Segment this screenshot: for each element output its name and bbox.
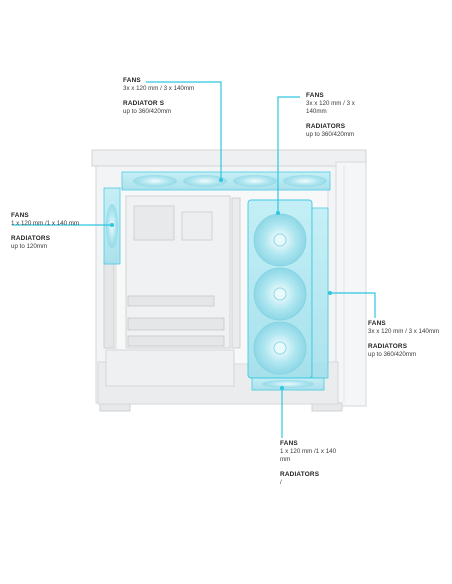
right-radiator-value: up to 360/420mm [368,351,417,358]
bottom-fans-title: FANS [280,440,298,447]
side-fans-value-1: 3x x 120 mm / 3 x [306,100,355,107]
top-fans-title: FANS [123,77,141,84]
bottom-fan [251,377,325,391]
bottom-radiator-title: RADIATORS [280,471,320,478]
right-fans-value: 3x x 120 mm / 3 x 140mm [368,328,440,335]
bottom-fans-value-2: mm [280,456,291,463]
side-radiator-title: RADIATORS [306,123,346,130]
side-fans-title: FANS [306,92,324,99]
bottom-fans-value-1: 1 x 120 mm /1 x 140 [280,448,337,455]
rear-callout: FANS 1 x 120 mm /1 x 140 mm RADIATORS up… [11,212,101,251]
rear-radiator-value: up to 120mm [11,243,48,250]
bottom-callout: FANS 1 x 120 mm /1 x 140 mm RADIATORS / [280,440,370,487]
side-fan-column [247,199,313,379]
right-callout: FANS 3x x 120 mm / 3 x 140mm RADIATORS u… [368,320,450,359]
right-fans-title: FANS [368,320,386,327]
side-callout: FANS 3x x 120 mm / 3 x 140mm RADIATORS u… [306,92,406,139]
top-callout-line [146,81,222,180]
rear-fans-value: 1 x 120 mm /1 x 140 mm [11,220,80,227]
side-fans-value-2: 140mm [306,108,327,115]
side-callout-line [277,96,300,213]
top-fan-tray [121,171,331,191]
top-radiator-title: RADIATOR S [123,100,165,107]
front-fan-column [311,207,329,379]
bottom-radiator-value: / [280,479,282,486]
top-callout: FANS 3x x 120 mm / 3 x 140mm RADIATOR S … [123,77,243,116]
rear-radiator-title: RADIATORS [11,235,51,242]
right-callout-line [330,292,376,318]
rear-fans-title: FANS [11,212,29,219]
right-radiator-title: RADIATORS [368,343,408,350]
top-fans-value: 3x x 120 mm / 3 x 140mm [123,85,195,92]
callout-lines [12,81,376,438]
top-radiator-value: up to 360/420mm [123,108,172,115]
side-radiator-value: up to 360/420mm [306,131,355,138]
